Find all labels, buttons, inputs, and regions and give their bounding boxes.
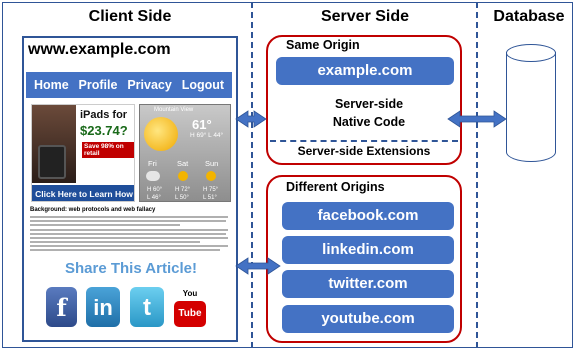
article-text-line	[30, 233, 226, 235]
linkedin-icon[interactable]: in	[86, 287, 120, 327]
article-text-line	[30, 237, 228, 239]
nav-home[interactable]: Home	[33, 78, 69, 92]
weather-day-3-hi: H 75°	[203, 187, 219, 193]
weather-day-1-lo: L 46°	[147, 195, 161, 201]
ad-badge: Save 98% on retail	[82, 142, 134, 158]
nav-profile[interactable]: Profile	[78, 78, 118, 92]
weather-day-2-lo: L 50°	[175, 195, 189, 201]
facebook-icon[interactable]: f	[46, 287, 77, 327]
weather-city: Mountain View	[154, 107, 194, 113]
weather-day-3-lo: L 51°	[203, 195, 217, 201]
server-native-code: Server-side Native Code	[286, 95, 452, 131]
article-text-line	[30, 245, 228, 247]
article-text-line	[30, 216, 228, 218]
double-arrow-icon	[235, 257, 281, 275]
ad-price: $23.74?	[80, 123, 128, 138]
client-server-divider	[251, 2, 253, 348]
ad-cta-button[interactable]: Click Here to Learn How	[32, 185, 134, 201]
twitter-icon[interactable]: t	[130, 287, 164, 327]
database-cylinder-icon	[506, 52, 556, 162]
article-text-line	[30, 241, 200, 243]
article-text-line	[30, 249, 220, 251]
article-text-line	[30, 229, 228, 231]
article-text-line	[30, 220, 226, 222]
ipad-advertisement[interactable]: iPads for $23.74? Save 98% on retail Cli…	[31, 104, 135, 202]
double-arrow-icon	[447, 110, 507, 128]
article-text-line	[30, 224, 180, 226]
weather-day-1-hi: H 60°	[147, 187, 163, 193]
twitter-domain-box: twitter.com	[282, 270, 454, 298]
youtube-icon-tube: Tube	[174, 301, 206, 327]
database-cylinder-top	[506, 44, 556, 62]
server-database-divider	[476, 2, 478, 348]
weather-widget: Mountain View 61° H 69° L 44° Fri Sat Su…	[139, 104, 231, 202]
weather-hilo: H 69° L 44°	[190, 132, 224, 139]
browser-url: www.example.com	[28, 41, 171, 58]
ad-line1: iPads for	[80, 109, 128, 121]
native-line-1: Server-side	[334, 97, 404, 111]
server-side-title: Server Side	[320, 8, 410, 25]
different-origins-title: Different Origins	[286, 180, 385, 194]
facebook-domain-box: facebook.com	[282, 202, 454, 230]
sun-icon	[144, 117, 178, 151]
native-line-2: Native Code	[332, 115, 406, 129]
share-article-heading: Share This Article!	[65, 260, 197, 277]
diagram-frame	[2, 2, 573, 348]
same-origin-region	[266, 35, 462, 165]
site-navbar: Home Profile Privacy Logout	[26, 72, 232, 98]
nav-logout[interactable]: Logout	[181, 78, 225, 92]
nav-privacy[interactable]: Privacy	[127, 78, 172, 92]
database-title: Database	[493, 8, 565, 25]
example-domain-box: example.com	[276, 57, 454, 85]
linkedin-domain-box: linkedin.com	[282, 236, 454, 264]
youtube-icon[interactable]: You Tube	[174, 287, 206, 327]
weather-day-2: Sat	[177, 159, 189, 168]
weather-day-3: Sun	[205, 159, 219, 168]
youtube-icon-you: You	[182, 289, 198, 298]
double-arrow-icon	[235, 110, 267, 128]
weather-temp: 61°	[192, 117, 212, 132]
article-title: Background: web protocols and web fallac…	[30, 207, 156, 213]
ipad-image	[38, 145, 66, 179]
client-side-title: Client Side	[88, 8, 172, 25]
same-origin-title: Same Origin	[286, 38, 360, 52]
youtube-domain-box: youtube.com	[282, 305, 454, 333]
sun-icon	[206, 171, 216, 181]
weather-day-1: Fri	[148, 159, 157, 168]
weather-day-2-hi: H 72°	[175, 187, 191, 193]
cloud-icon	[146, 171, 160, 181]
sun-icon	[178, 171, 188, 181]
server-side-extensions: Server-side Extensions	[297, 144, 431, 158]
extensions-divider	[270, 140, 458, 142]
